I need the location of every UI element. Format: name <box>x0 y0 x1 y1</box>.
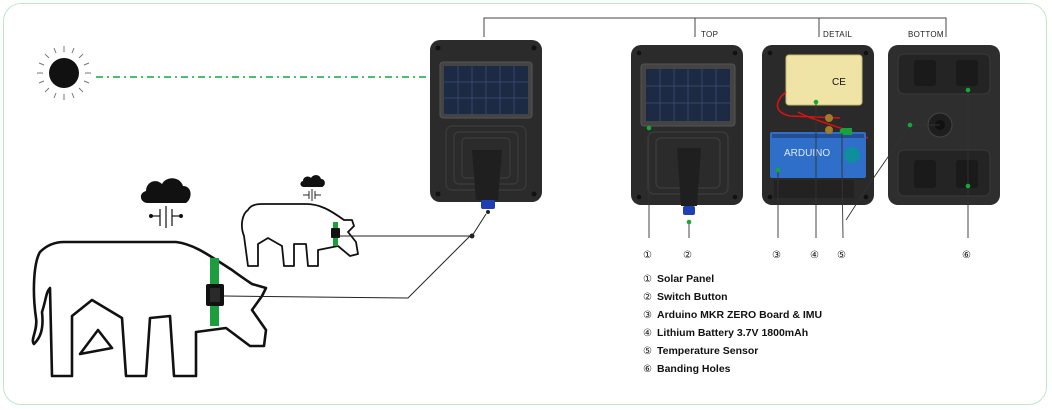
device-top-view <box>631 45 743 215</box>
marker-2: ② <box>683 250 692 261</box>
legend-num: ⑥ <box>643 364 652 375</box>
device-bottom-view <box>888 45 1000 205</box>
battery-mark: CE <box>832 77 846 88</box>
banding-hole-icon <box>956 60 978 86</box>
board-mark: ARDUINO <box>784 148 830 159</box>
junction-dot <box>469 233 475 239</box>
battery-icon <box>785 54 863 106</box>
callout-leaders <box>648 90 969 239</box>
cloud-icon <box>140 178 191 228</box>
legend-label: Switch Button <box>657 291 728 303</box>
collar-sensor-icon <box>331 222 340 246</box>
legend-label: Banding Holes <box>657 363 731 375</box>
cow-small-icon <box>241 203 359 267</box>
collar-sensor-icon <box>206 258 224 326</box>
legend-num: ② <box>643 292 652 303</box>
junction-dot <box>486 210 490 214</box>
label-bottom: BOTTOM <box>908 30 944 39</box>
sun-icon <box>37 46 91 100</box>
legend-num: ① <box>643 274 652 285</box>
legend-num: ③ <box>643 310 652 321</box>
banding-hole-icon <box>914 60 936 86</box>
view-bracket <box>483 17 947 37</box>
legend-label: Lithium Battery 3.7V 1800mAh <box>657 327 808 339</box>
legend-label: Temperature Sensor <box>657 345 758 357</box>
marker-1: ① <box>643 250 652 261</box>
device-perspective <box>430 40 542 209</box>
cow-large-icon <box>31 240 268 378</box>
callout-dots <box>646 87 971 225</box>
banding-hole-icon <box>956 160 978 188</box>
switch-button-icon <box>481 200 495 209</box>
label-top: TOP <box>701 30 718 39</box>
marker-4: ④ <box>810 250 819 261</box>
connection-lines <box>223 213 487 299</box>
legend-num: ⑤ <box>643 346 652 357</box>
label-detail: DETAIL <box>823 30 852 39</box>
cloud-icon <box>300 175 325 201</box>
marker-3: ③ <box>772 250 781 261</box>
temperature-sensor-icon <box>842 128 852 135</box>
marker-5: ⑤ <box>837 250 846 261</box>
legend-num: ④ <box>643 328 652 339</box>
marker-6: ⑥ <box>962 250 971 261</box>
legend: ① Solar Panel ② Switch Button ③ Arduino … <box>643 273 822 375</box>
legend-label: Arduino MKR ZERO Board & IMU <box>657 309 822 321</box>
banding-hole-icon <box>914 160 936 188</box>
legend-label: Solar Panel <box>657 273 714 285</box>
device-detail-view: CE ARDUINO <box>762 45 874 205</box>
